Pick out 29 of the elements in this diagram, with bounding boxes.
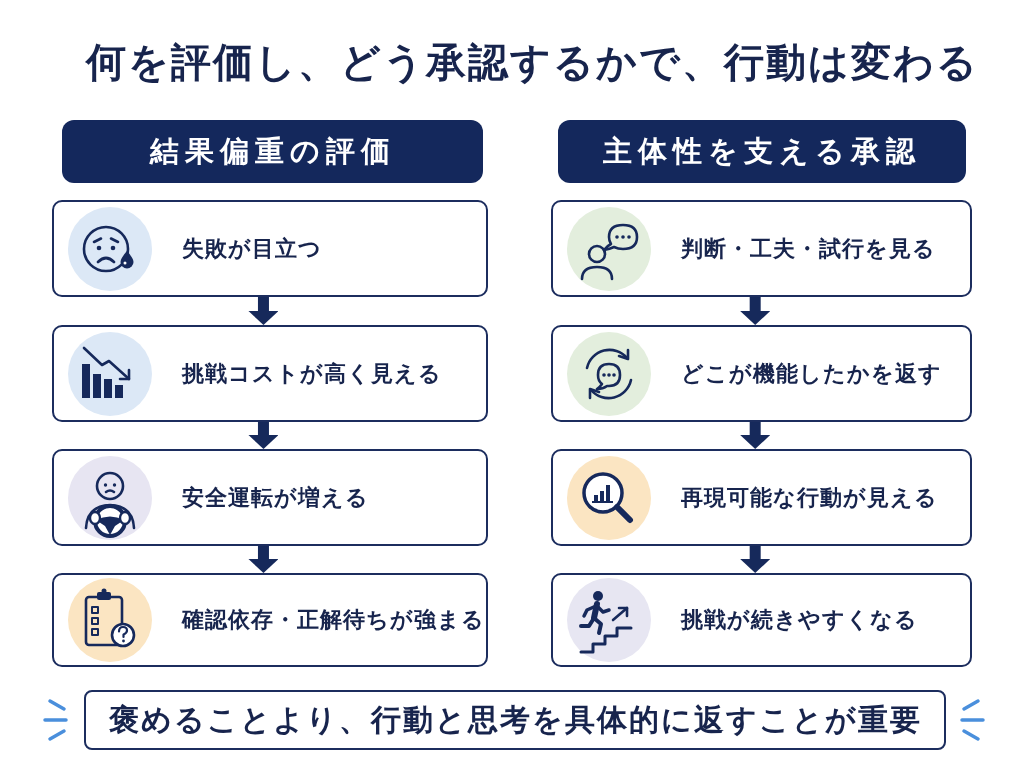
step-text: 挑戦コストが高く見える	[182, 359, 442, 388]
step-text: 安全運転が増える	[182, 483, 369, 512]
step-text: 再現可能な行動が見える	[681, 483, 938, 512]
step-text: 確認依存・正解待ちが強まる	[182, 606, 485, 634]
flow-card	[551, 573, 972, 667]
column-header	[558, 120, 966, 183]
summary-banner	[84, 690, 946, 750]
down-arrow	[740, 422, 771, 449]
flow-card	[551, 449, 972, 546]
step-text: 挑戦が続きやすくなる	[681, 606, 918, 634]
down-arrow	[248, 422, 279, 449]
page-title: 何を評価し、どう承認するかで、行動は変わる	[84, 42, 980, 82]
flow-card	[52, 200, 488, 297]
step-text: 失敗が目立つ	[182, 234, 322, 263]
flow-card	[551, 325, 972, 422]
header-text: 結果偏重の評価	[149, 137, 396, 166]
down-arrow	[740, 297, 771, 325]
flow-card	[52, 573, 488, 667]
down-arrow	[248, 546, 279, 573]
header-text: 主体性を支える承認	[603, 137, 921, 166]
down-arrow	[248, 297, 279, 325]
flow-card	[52, 449, 488, 546]
column-header	[62, 120, 483, 183]
flow-card	[52, 325, 488, 422]
flow-card	[551, 200, 972, 297]
step-text: 判断・工夫・試行を見る	[681, 234, 936, 263]
summary-text: 褒めることより、行動と思考を具体的に返すことが重要	[108, 705, 922, 735]
step-text: どこが機能したかを返す	[681, 359, 942, 388]
down-arrow	[740, 546, 771, 573]
